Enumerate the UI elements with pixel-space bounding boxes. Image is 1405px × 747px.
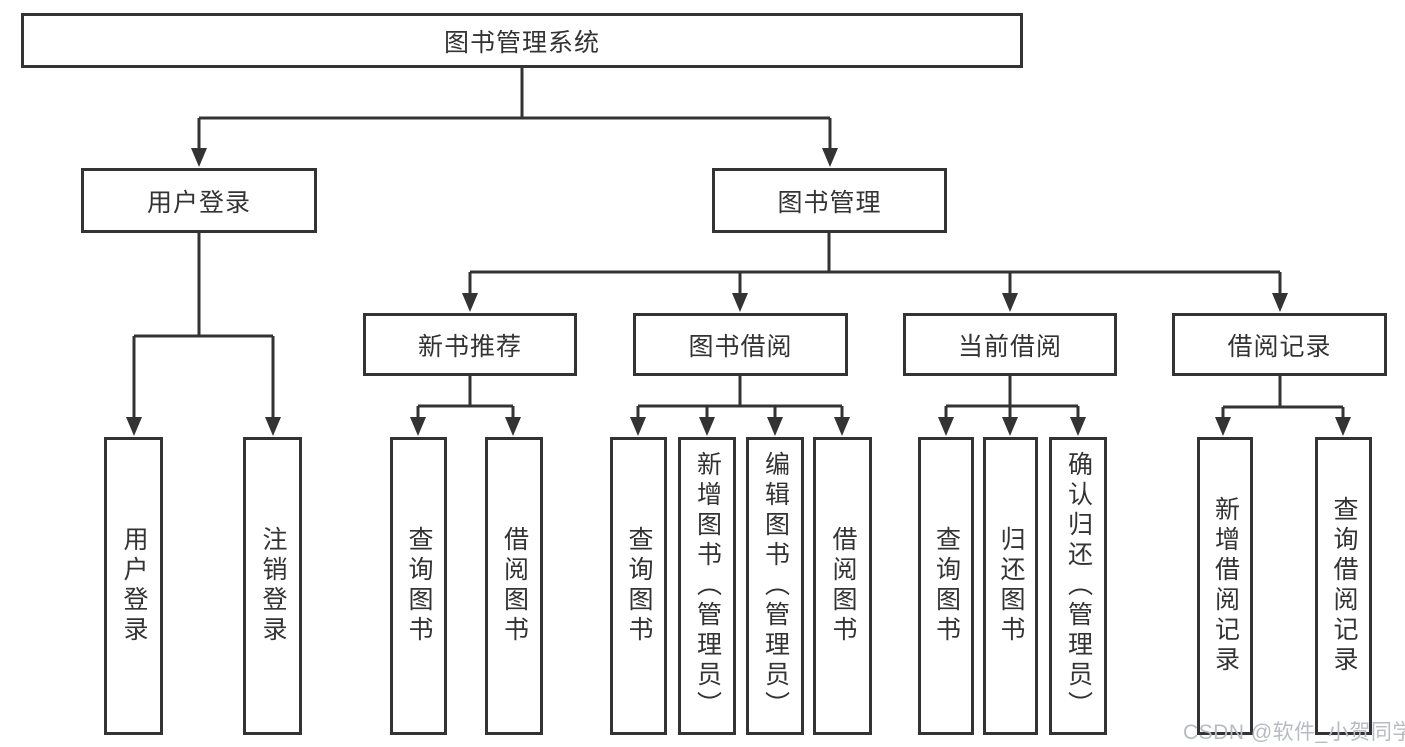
node-label: 查询借阅记录 (1330, 496, 1358, 676)
node-current-borrow: 当前借阅 (903, 313, 1117, 376)
node-leaf-borrow-book-1: 借阅图书 (485, 437, 543, 735)
csdn-watermark: CSDN @软件_小贺同学 (1183, 721, 1405, 744)
node-leaf-return-book: 归还图书 (983, 437, 1038, 735)
node-new-book-recommend: 新书推荐 (363, 313, 577, 376)
node-leaf-query-borrow-record: 查询借阅记录 (1315, 437, 1372, 735)
node-leaf-logout: 注销登录 (243, 437, 302, 735)
node-book-borrow: 图书借阅 (633, 313, 848, 376)
node-user-login: 用户登录 (81, 168, 317, 233)
node-leaf-query-book-2: 查询图书 (610, 437, 667, 735)
node-label: 用户登录 (146, 188, 251, 217)
node-label: 借阅图书 (500, 526, 529, 646)
node-label: 新增借阅记录 (1211, 496, 1240, 676)
node-label: 借阅图书 (829, 526, 857, 646)
node-label: 图书管理系统 (443, 28, 600, 57)
node-label: 当前借阅 (957, 332, 1062, 361)
node-system-root: 图书管理系统 (21, 13, 1023, 68)
node-label: 新增图书（管理员） (693, 451, 722, 721)
node-leaf-query-book-3: 查询图书 (918, 437, 974, 735)
node-label: 图书借阅 (688, 332, 793, 361)
node-label: 归还图书 (997, 526, 1025, 646)
node-leaf-query-book-1: 查询图书 (390, 437, 447, 735)
node-label: 新书推荐 (417, 332, 522, 361)
node-label: 图书管理 (777, 188, 882, 217)
node-leaf-add-book-admin: 新增图书（管理员） (678, 437, 736, 735)
node-label: 查询图书 (625, 526, 653, 646)
node-leaf-confirm-return-admin: 确认归还（管理员） (1049, 437, 1107, 735)
node-book-management: 图书管理 (712, 168, 947, 233)
node-label: 查询图书 (932, 526, 961, 646)
node-leaf-edit-book-admin: 编辑图书（管理员） (746, 437, 804, 735)
node-leaf-borrow-book-2: 借阅图书 (813, 437, 872, 735)
node-label: 注销登录 (259, 526, 287, 646)
node-label: 借阅记录 (1227, 332, 1332, 361)
node-leaf-user-login: 用户登录 (104, 437, 163, 735)
node-label: 编辑图书（管理员） (761, 451, 790, 721)
node-label: 确认归还（管理员） (1064, 451, 1093, 721)
node-borrow-records: 借阅记录 (1172, 313, 1387, 376)
node-leaf-add-borrow-record: 新增借阅记录 (1197, 437, 1253, 735)
node-label: 查询图书 (405, 526, 433, 646)
connector-segments (132, 68, 1345, 421)
node-label: 用户登录 (120, 526, 148, 646)
